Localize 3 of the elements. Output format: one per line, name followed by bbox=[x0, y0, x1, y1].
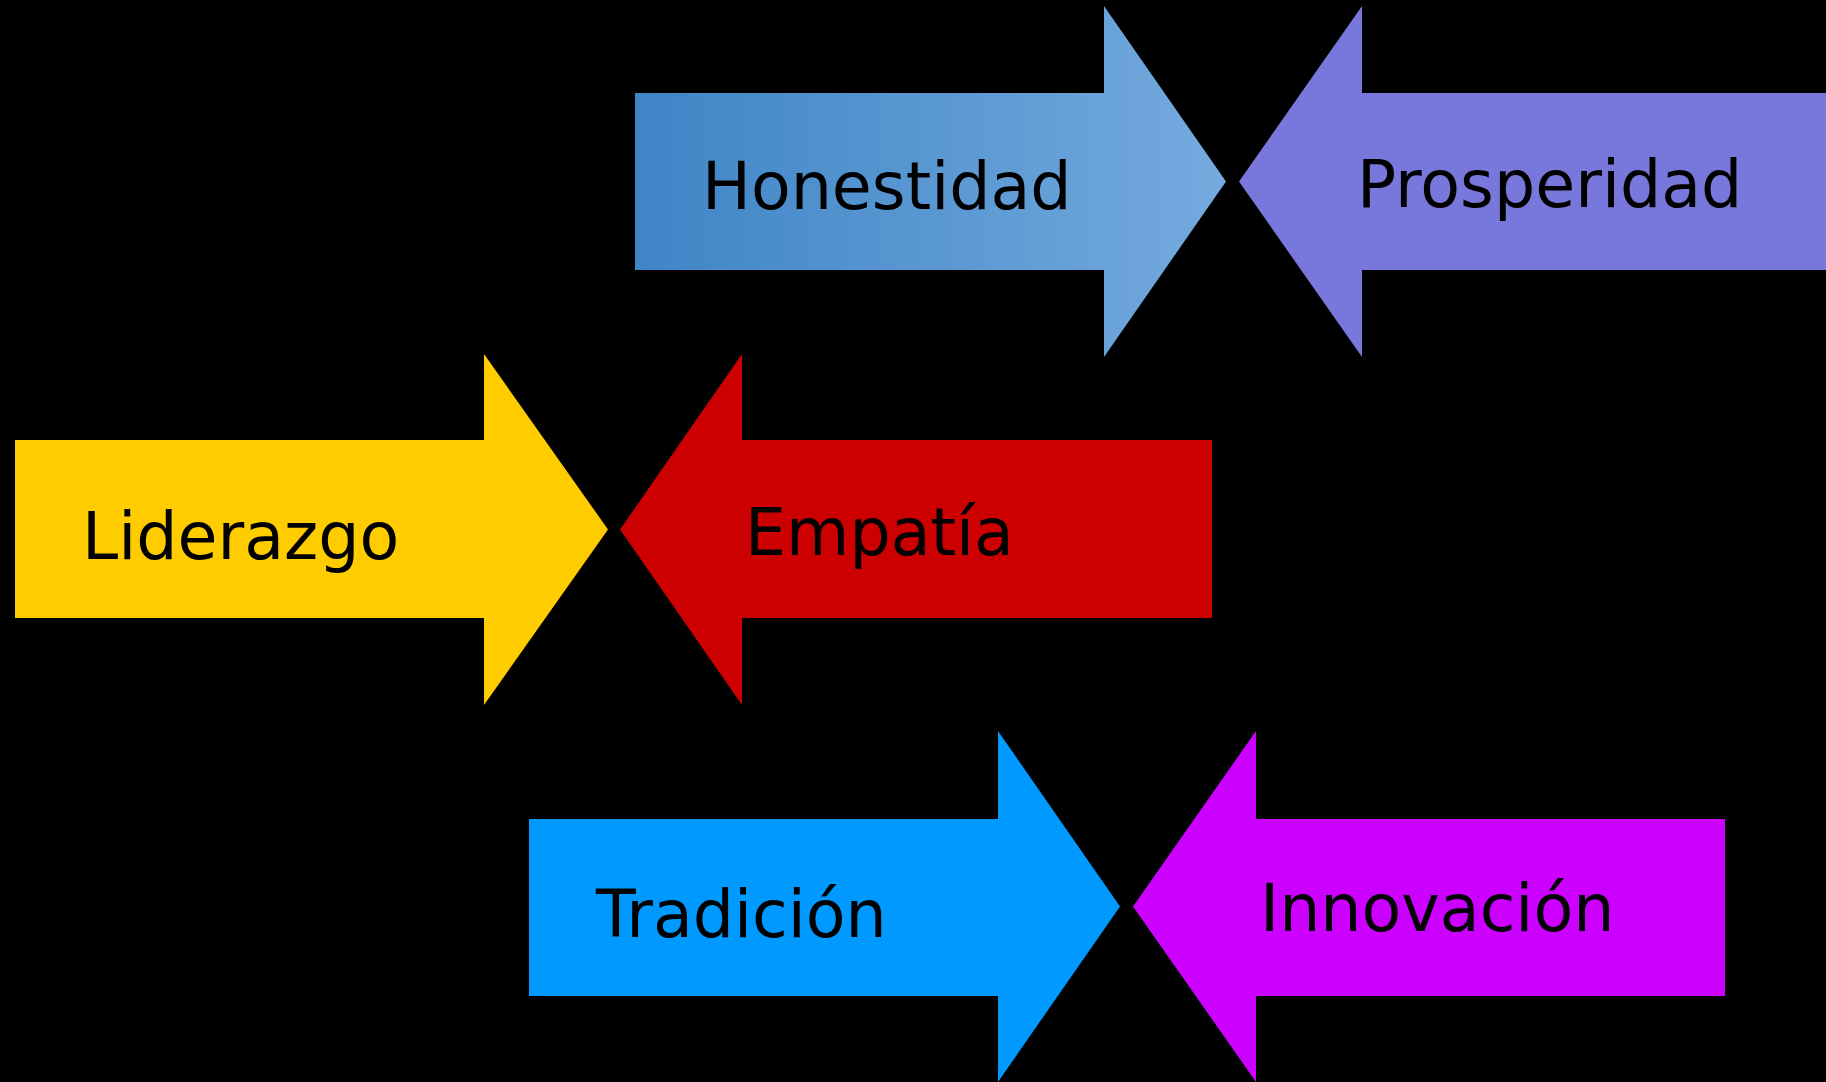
arrow-label: Honestidad bbox=[702, 153, 1072, 219]
arrow-label: Tradición bbox=[596, 881, 887, 947]
arrow-label: Innovación bbox=[1260, 875, 1615, 941]
